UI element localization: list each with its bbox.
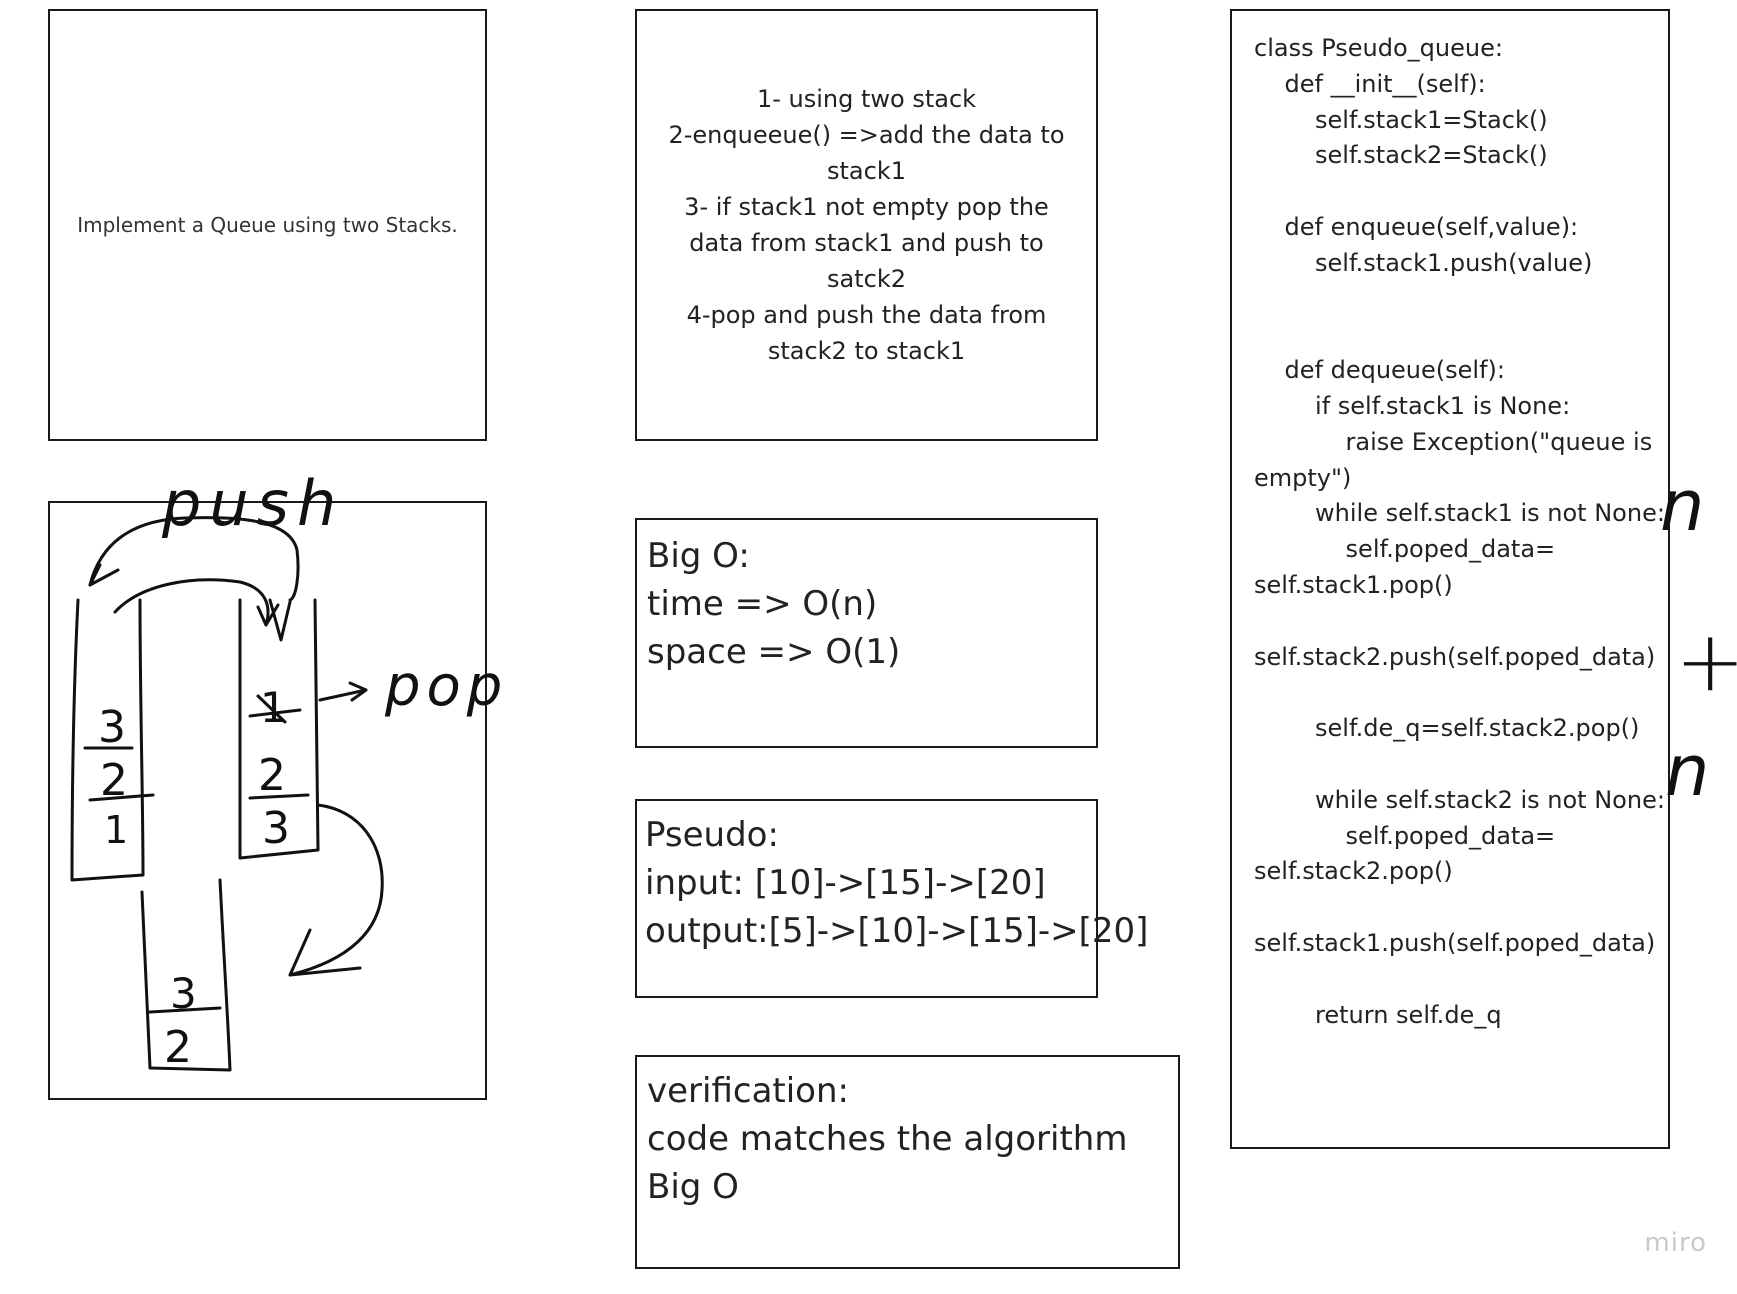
pseudo-input: input: [10]->[15]->[20] [645, 863, 1046, 903]
code-line: self.stack2.pop() [1254, 857, 1453, 886]
algorithm-step-4: 4-pop and push the data from stack2 to s… [686, 301, 1047, 365]
margin-note-n2: n [1665, 730, 1709, 812]
algorithm-card[interactable]: 1- using two stack 2-enqueeue() =>add th… [635, 9, 1098, 441]
algorithm-step-3: 3- if stack1 not empty pop the data from… [684, 193, 1049, 293]
code-block: class Pseudo_queue: def __init__(self): … [1254, 31, 1668, 1033]
pseudo-card[interactable]: Pseudo: input: [10]->[15]->[20] output:[… [635, 799, 1149, 998]
code-card[interactable]: class Pseudo_queue: def __init__(self): … [1230, 9, 1670, 1149]
code-line: if self.stack1 is None: [1254, 391, 1571, 420]
margin-note-plus: + [1675, 612, 1737, 710]
verification-heading: verification: [647, 1071, 849, 1111]
code-line: while self.stack1 is not None: [1254, 499, 1665, 528]
code-line: def dequeue(self): [1254, 356, 1505, 385]
code-line [1254, 604, 1668, 640]
code-line: self.poped_data= [1254, 535, 1556, 564]
code-line [1254, 282, 1668, 318]
verification-card[interactable]: verification: code matches the algorithm… [635, 1055, 1180, 1269]
algorithm-step-1: 1- using two stack [756, 85, 977, 113]
big-o-card[interactable]: Big O: time => O(n) space => O(1) [635, 518, 1098, 748]
problem-statement-text: Implement a Queue using two Stacks. [77, 213, 458, 237]
code-line: empty") [1254, 463, 1352, 492]
code-line [1254, 675, 1668, 711]
code-line: self.stack1=Stack() [1254, 105, 1548, 134]
code-line: self.stack1.pop() [1254, 570, 1453, 599]
big-o-time: time => O(n) [647, 584, 878, 624]
stack-sketch-frame[interactable] [48, 501, 487, 1100]
problem-statement-card[interactable]: Implement a Queue using two Stacks. [48, 9, 487, 441]
verification-big-o: Big O [647, 1167, 739, 1207]
pseudo-output: output:[5]->[10]->[15]->[20] [645, 911, 1149, 951]
code-line: self.de_q=self.stack2.pop() [1254, 714, 1640, 743]
code-line: return self.de_q [1254, 1000, 1502, 1029]
miro-watermark: miro [1644, 1228, 1707, 1258]
code-line [1254, 174, 1668, 210]
code-line [1254, 747, 1668, 783]
code-line [1254, 962, 1668, 998]
big-o-space: space => O(1) [647, 632, 901, 672]
code-line: def enqueue(self,value): [1254, 212, 1579, 241]
code-line: def __init__(self): [1254, 69, 1486, 98]
code-line: raise Exception("queue is [1254, 427, 1653, 456]
code-line: self.stack2.push(self.poped_data) [1254, 642, 1656, 671]
code-line [1254, 317, 1668, 353]
verification-code-match: code matches the algorithm [647, 1119, 1128, 1159]
code-line: self.poped_data= [1254, 821, 1556, 850]
code-line [1254, 890, 1668, 926]
code-line: self.stack1.push(value) [1254, 248, 1593, 277]
code-line: while self.stack2 is not None: [1254, 785, 1665, 814]
code-line: self.stack2=Stack() [1254, 141, 1548, 170]
code-line: self.stack1.push(self.poped_data) [1254, 928, 1656, 957]
pseudo-heading: Pseudo: [645, 815, 779, 855]
code-line: class Pseudo_queue: [1254, 34, 1503, 62]
algorithm-step-2: 2-enqueeue() =>add the data to stack1 [668, 121, 1065, 185]
big-o-heading: Big O: [647, 536, 750, 576]
